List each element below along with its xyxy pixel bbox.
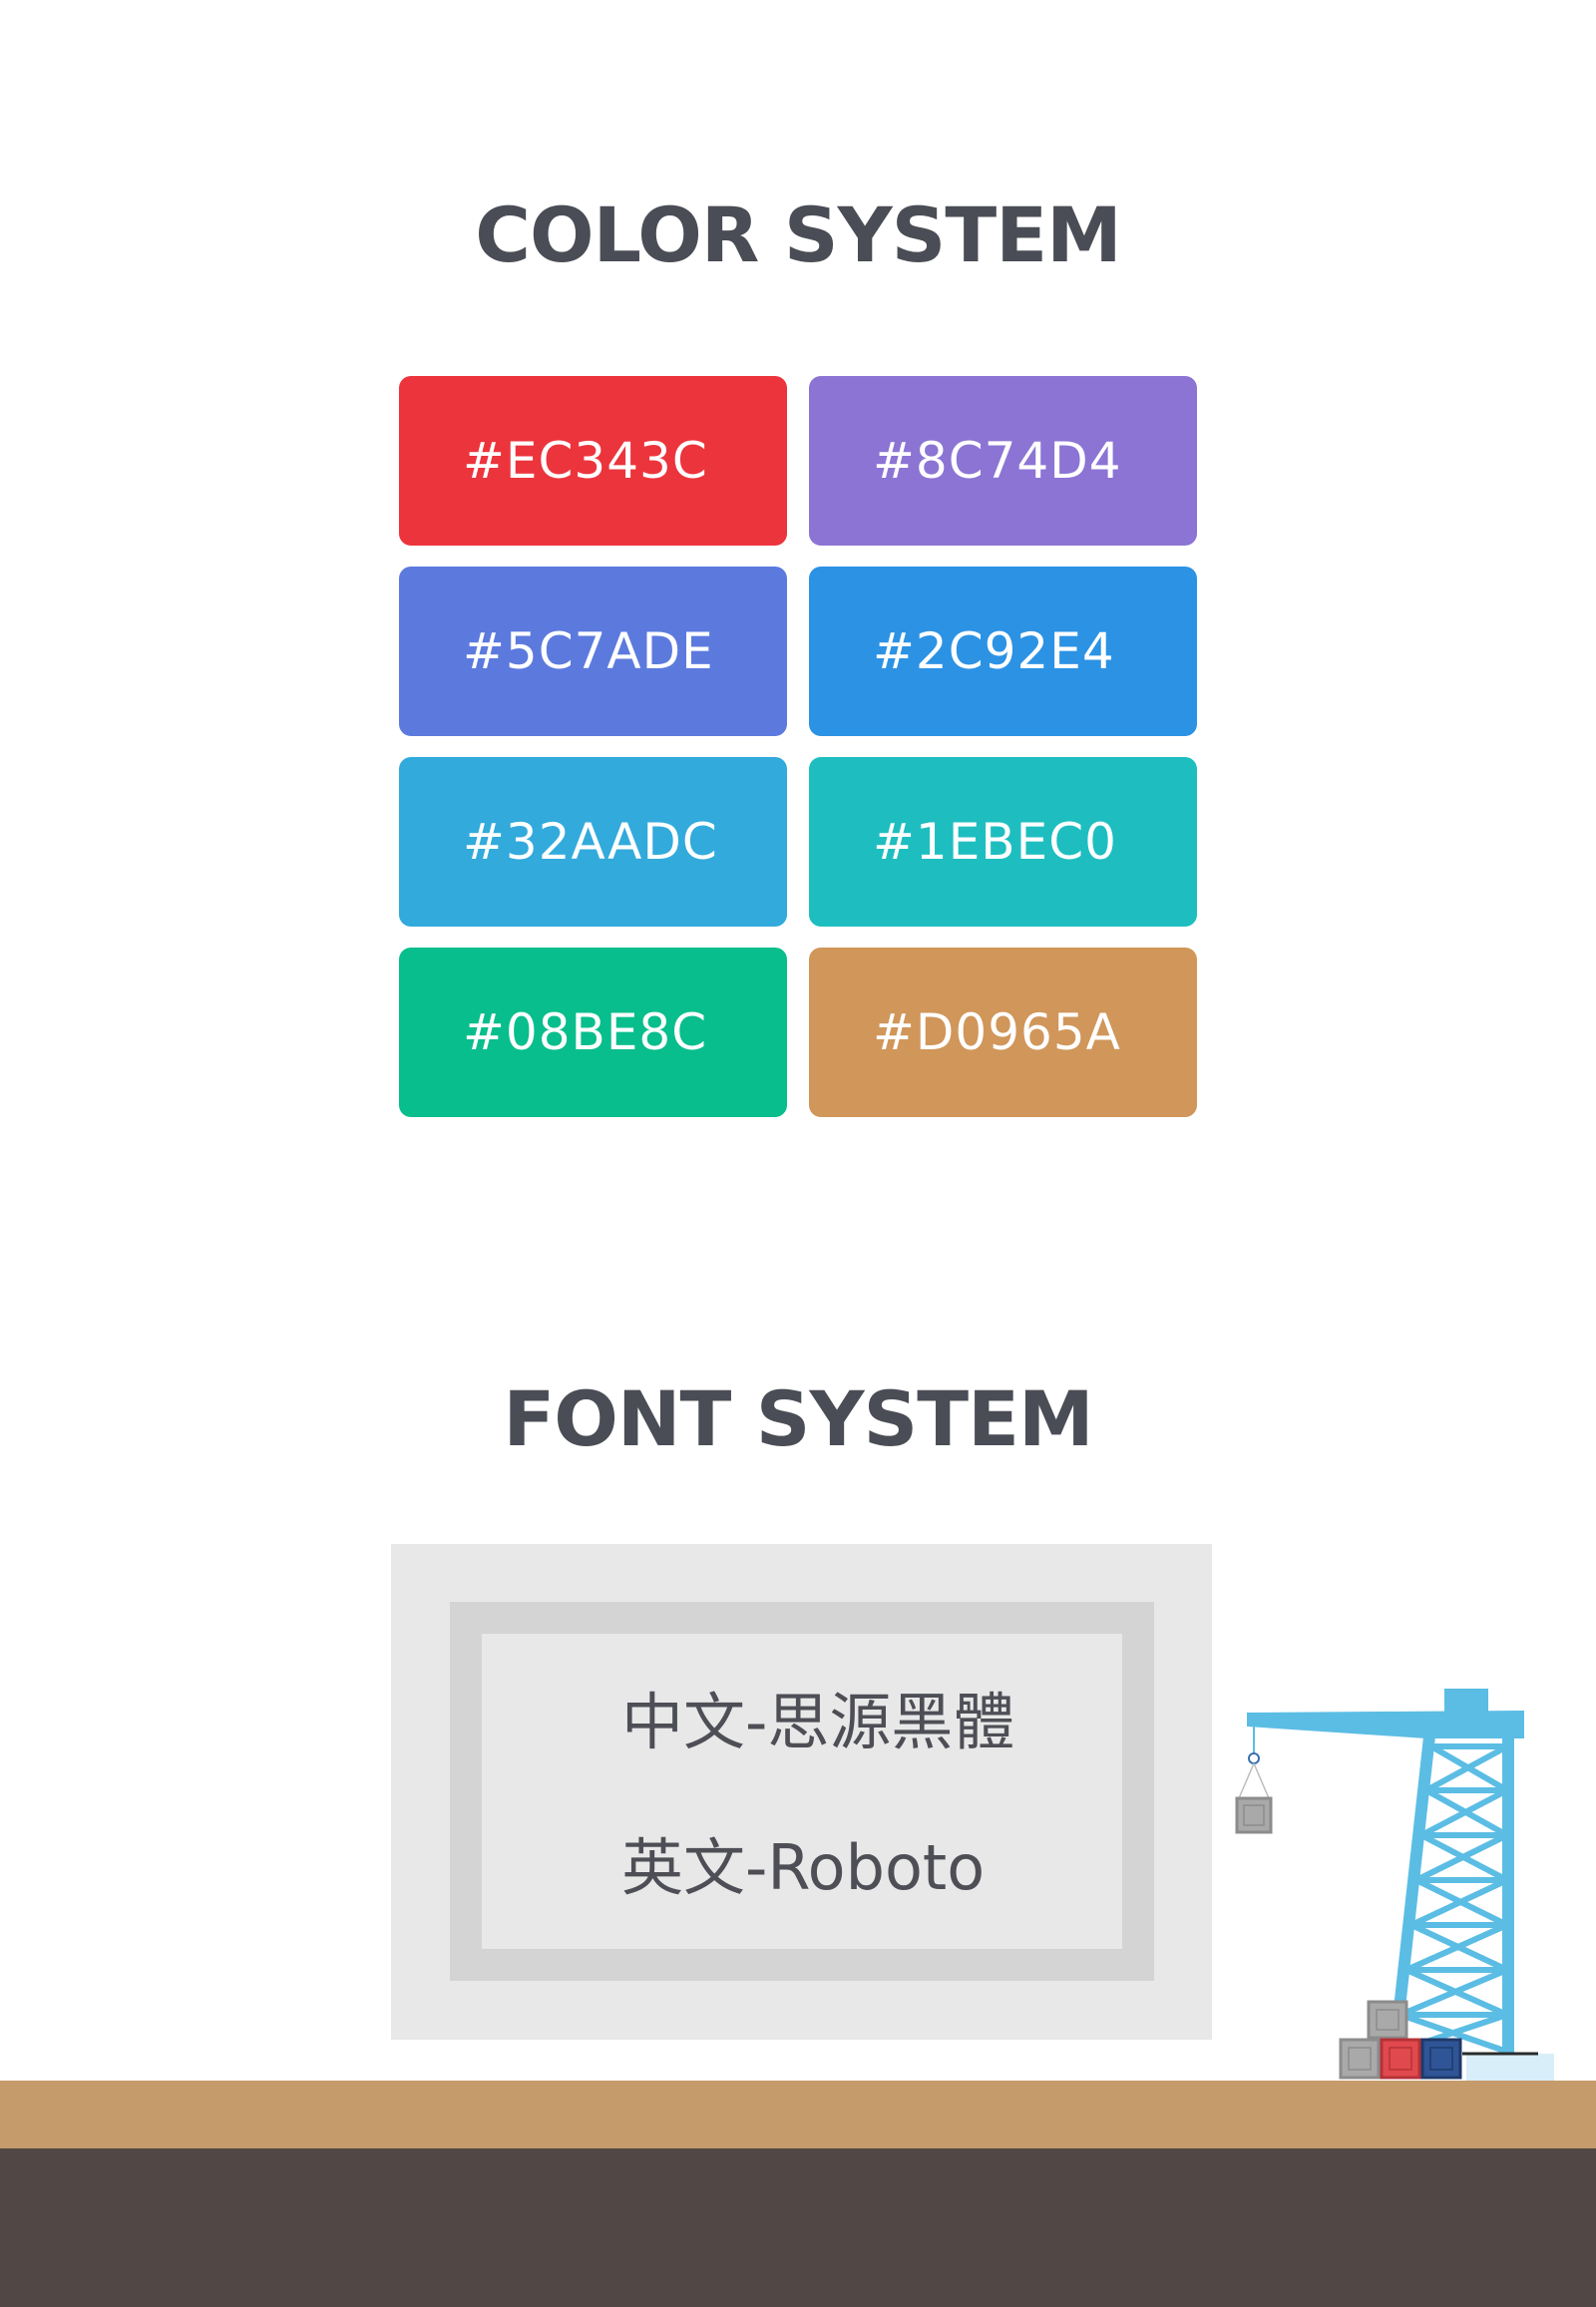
crane-sling-left [1238,1762,1255,1799]
stacked-container [1339,2038,1381,2080]
color-swatch: #EC343C [399,376,787,546]
crane-tower-bracing [1394,1743,1510,2055]
crane-sling-right [1253,1762,1270,1799]
color-swatch: #32AADC [399,757,787,927]
font-sample-panel: 中文-思源黑體 英文-Roboto [482,1634,1122,1949]
crane-tower-left-leg [1389,1736,1435,2054]
font-system-title: FONT SYSTEM [503,1374,1093,1463]
color-swatch: #D0965A [809,948,1197,1117]
color-swatch-grid: #EC343C #8C74D4 #5C7ADE #2C92E4 #32AADC … [399,376,1197,1117]
english-font-line: 英文-Roboto [621,1831,986,1904]
color-swatch: #2C92E4 [809,567,1197,736]
crane-cab [1444,1689,1488,1715]
color-swatch: #08BE8C [399,948,787,1117]
crane-jib [1247,1711,1524,1738]
hanging-container [1235,1796,1273,1834]
ground-soil [0,2148,1596,2307]
font-sample-frame: 中文-思源黑體 英文-Roboto [450,1602,1154,1981]
water-strip [1466,2054,1554,2082]
color-swatch: #1EBEC0 [809,757,1197,927]
crane-tower-right-leg [1502,1736,1514,2054]
crane-hook-icon [1248,1752,1260,1764]
crane-tower [1247,1689,1524,2055]
crane-illustration [1235,1689,1554,2082]
stacked-container-blue [1420,2038,1462,2080]
color-swatch: #8C74D4 [809,376,1197,546]
color-system-title: COLOR SYSTEM [475,191,1122,279]
ground-sand [0,2081,1596,2148]
stacked-container-red [1380,2038,1421,2080]
color-swatch: #5C7ADE [399,567,787,736]
font-sample-card: 中文-思源黑體 英文-Roboto [391,1544,1212,2040]
stacked-container [1367,2000,1408,2040]
chinese-font-line: 中文-思源黑體 [621,1686,1015,1758]
hanging-container-inner [1243,1804,1265,1826]
